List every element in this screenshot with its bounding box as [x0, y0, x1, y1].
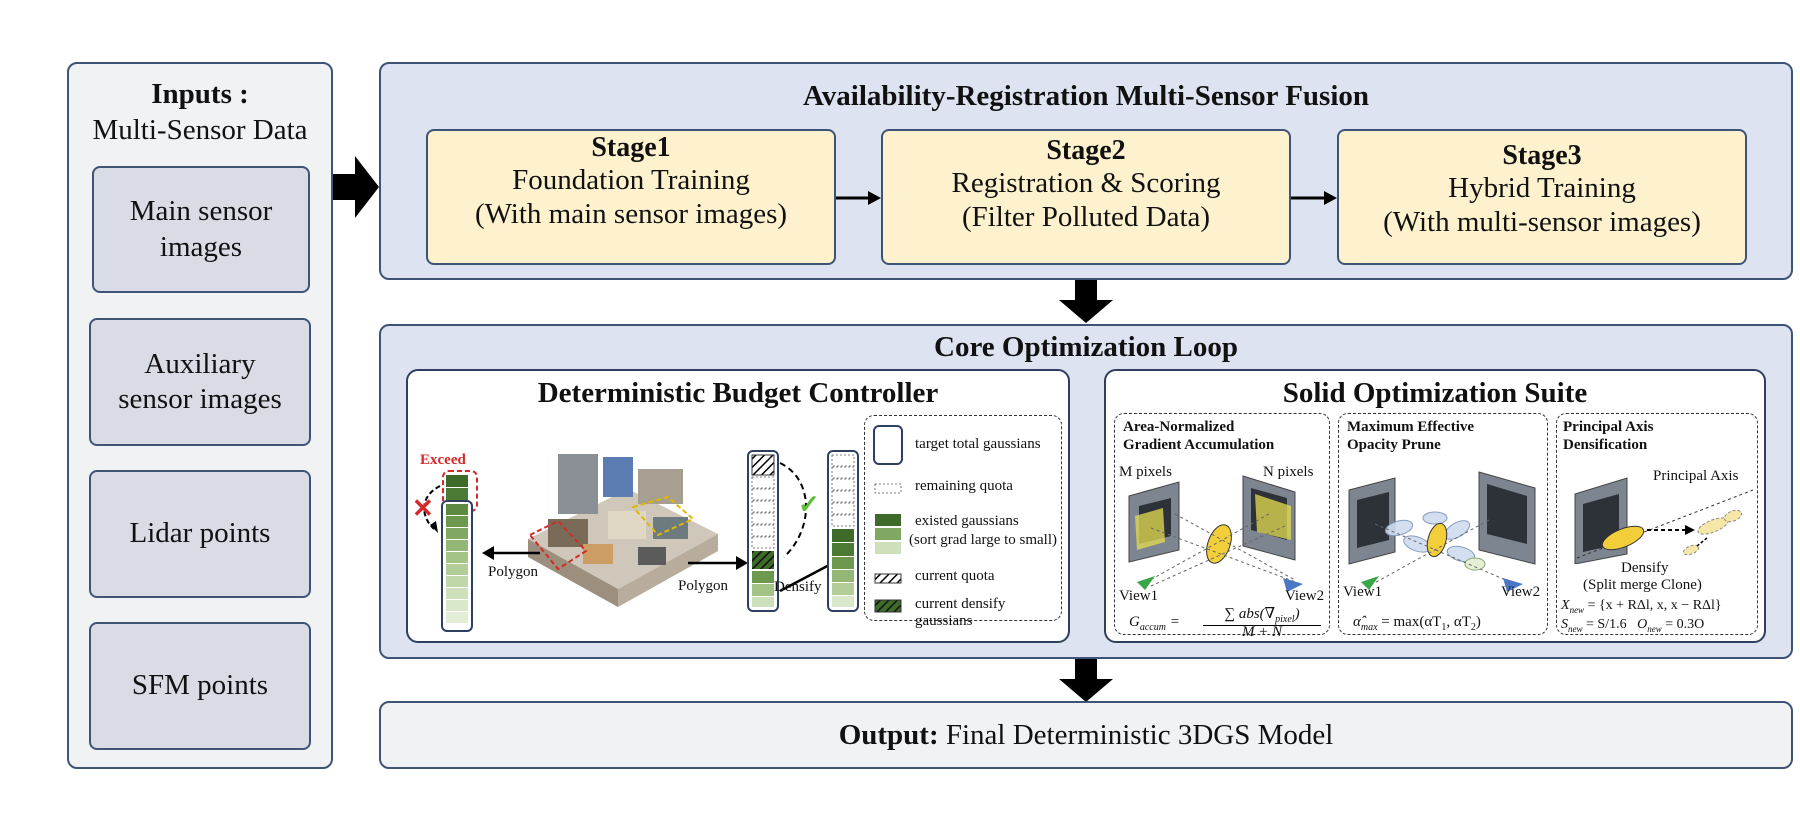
principal-axis-diagram — [1574, 477, 1754, 564]
principal-densify-note: (Split merge Clone) — [1583, 577, 1702, 593]
output-panel: Output: Final Deterministic 3DGS Model — [379, 701, 1793, 769]
area-normalized-box: Area-Normalized Gradient Accumulation M … — [1114, 413, 1330, 640]
principal-axis-box: Principal Axis Densification Principal A… — [1556, 413, 1758, 635]
densify-label: Densify — [774, 579, 822, 595]
stage-1-title: Stage1 — [591, 132, 671, 163]
principal-formula-2: Snew = S/1.6 Onew = 0.3O — [1561, 617, 1705, 634]
legend-sort-note: (sort grad large to small) — [909, 532, 1058, 548]
n-pixels-label: N pixels — [1263, 464, 1314, 480]
fusion-title: Availability-Registration Multi-Sensor F… — [802, 80, 1370, 112]
stage-2-line2: (Filter Polluted Data) — [961, 200, 1211, 233]
legend-remaining-quota: remaining quota — [915, 478, 1013, 494]
quota-stack-remaining — [751, 476, 775, 549]
stage-1-line1: Foundation Training — [512, 164, 750, 197]
input-sfm-points: SFM points — [89, 622, 311, 750]
polygon-left-arrow — [482, 546, 540, 560]
budget-controller-box: Deterministic Budget Controller Exceed ✕ — [406, 369, 1070, 643]
opacity-formula: α̂max = max(αT1, αT2) — [1353, 614, 1481, 633]
inputs-subtitle: Multi-Sensor Data — [92, 114, 308, 146]
area-view2-label: View2 — [1285, 588, 1325, 604]
quota-gaussian-stack: ✓ — [747, 450, 820, 612]
stage-1-line2: (With main sensor images) — [474, 197, 788, 230]
exceed-stack-cells — [446, 475, 468, 623]
fusion-to-core-arrow — [1059, 280, 1113, 323]
legend-current-quota-icon — [874, 573, 902, 584]
budget-legend: target total gaussians remaining quota e… — [864, 415, 1062, 629]
check-icon: ✓ — [798, 490, 820, 519]
opacity-view2-label: View2 — [1501, 584, 1541, 600]
output-text: Final Deterministic 3DGS Model — [938, 718, 1334, 751]
legend-current-densify-icon — [874, 599, 902, 613]
principal-title-2: Densification — [1563, 437, 1648, 453]
stage-3: Stage3 Hybrid Training (With multi-senso… — [1337, 129, 1747, 265]
principal-densify-label: Densify — [1621, 560, 1669, 576]
stage-3-line1: Hybrid Training — [1448, 172, 1636, 205]
polygon-left-label: Polygon — [488, 564, 539, 580]
m-pixels-label: M pixels — [1119, 464, 1172, 480]
core-to-output-arrow — [1059, 659, 1113, 702]
opacity-views-diagram — [1348, 471, 1536, 592]
core-title: Core Optimization Loop — [934, 331, 1238, 363]
input-lidar-points: Lidar points — [89, 470, 311, 598]
optimization-suite-title: Solid Optimization Suite — [1282, 377, 1588, 409]
opacity-prune-box: Maximum Effective Opacity Prune Vie — [1338, 413, 1548, 635]
stage-2-title: Stage2 — [1046, 135, 1126, 166]
result-gaussian-stack — [827, 450, 859, 612]
opacity-title-2: Opacity Prune — [1347, 437, 1441, 453]
polygon-right-label: Polygon — [678, 578, 729, 594]
scene-3d-model-icon — [528, 454, 718, 607]
legend-current-quota: current quota — [915, 568, 995, 584]
principal-axis-label: Principal Axis — [1653, 468, 1739, 484]
area-title-2: Gradient Accumulation — [1123, 437, 1275, 453]
opacity-view1-label: View1 — [1343, 584, 1383, 600]
stage-3-title: Stage3 — [1502, 140, 1582, 171]
area-view1-label: View1 — [1119, 588, 1159, 604]
stage1-to-stage2-arrow — [836, 191, 881, 205]
stage-1: Stage1 Foundation Training (With main se… — [426, 129, 836, 265]
stage-2-line1: Registration & Scoring — [951, 167, 1221, 200]
gradient-views-diagram — [1128, 475, 1303, 592]
polygon-right-arrow — [688, 556, 748, 570]
optimization-suite-box: Solid Optimization Suite Area-Normalized… — [1104, 369, 1766, 643]
principal-title-1: Principal Axis — [1563, 419, 1654, 435]
area-title-1: Area-Normalized — [1123, 419, 1235, 435]
legend-remaining-quota-icon — [874, 483, 902, 494]
exceed-x-icon: ✕ — [412, 494, 434, 523]
principal-formula-1: Xnew = {x + RΔl, x, x − RΔl} — [1561, 598, 1722, 615]
inputs-to-fusion-arrow — [333, 156, 379, 218]
legend-target-total-icon — [873, 425, 903, 465]
stage-3-line2: (With multi-sensor images) — [1383, 205, 1701, 238]
opacity-title-1: Maximum Effective — [1347, 419, 1475, 435]
legend-existed-gaussians: existed gaussians — [915, 513, 1019, 529]
budget-controller-title: Deterministic Budget Controller — [537, 377, 939, 409]
legend-existed-gaussians-icon — [875, 514, 901, 554]
exceed-label: Exceed — [420, 452, 466, 468]
output-label: Output: — [838, 718, 939, 751]
legend-current-densify: current densify gaussians — [915, 596, 1006, 629]
stage2-to-stage3-arrow — [1291, 191, 1337, 205]
exceed-gaussian-stack: Exceed ✕ — [412, 452, 478, 632]
stage-2: Stage2 Registration & Scoring (Filter Po… — [881, 129, 1291, 265]
inputs-title: Inputs : — [151, 78, 249, 110]
legend-target-total: target total gaussians — [915, 436, 1041, 452]
